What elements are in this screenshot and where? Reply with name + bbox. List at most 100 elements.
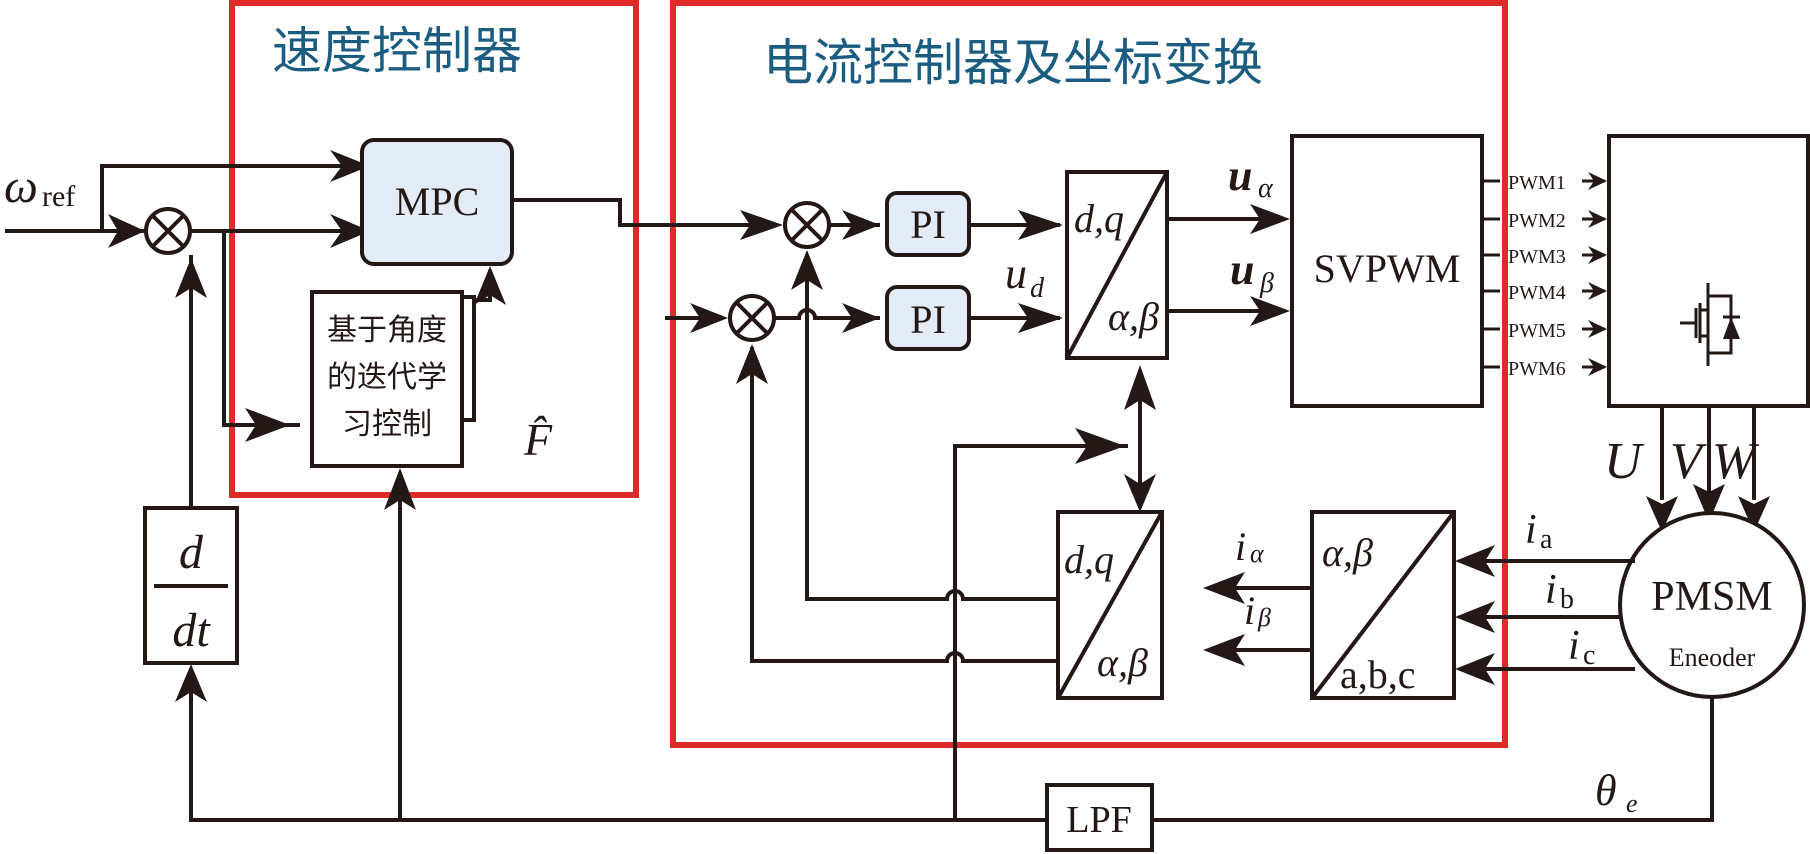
ic-subscript: c <box>1583 640 1595 671</box>
ib-subscript: b <box>1560 584 1574 615</box>
id-feedback-line <box>750 347 1058 663</box>
current-controller-title: 电流控制器及坐标变换 <box>763 34 1263 92</box>
arrow-icon <box>1124 474 1156 512</box>
ud-symbol: u <box>1005 249 1027 298</box>
iq-feedback-line <box>805 255 1058 601</box>
arrow-icon <box>1455 653 1495 685</box>
ilc-block <box>310 290 464 468</box>
arrow-icon <box>1018 303 1063 333</box>
arrow-icon <box>1588 246 1607 264</box>
arrow-icon <box>1075 428 1125 464</box>
inverse-park-top-label: d,q <box>1074 196 1124 241</box>
ilc-output-bracket <box>462 295 476 422</box>
i-beta-subscript: β <box>1257 603 1271 632</box>
omega-ref-to-mpc-line <box>100 164 380 231</box>
arrow-icon <box>1124 365 1156 410</box>
u-beta-subscript: β <box>1259 268 1274 299</box>
i-alpha-subscript: α <box>1250 539 1265 568</box>
pwm-signal: PWM6 <box>1482 358 1607 380</box>
omega-ref-subscript: ref <box>42 180 75 213</box>
arrow-icon <box>1738 496 1770 532</box>
u-beta-symbol: u <box>1230 245 1254 294</box>
arrow-icon <box>1588 172 1607 190</box>
arrow-icon <box>1646 496 1678 532</box>
pwm-signal: PWM4 <box>1482 282 1607 304</box>
phase-w-label: W <box>1712 433 1760 490</box>
iq-ref-line <box>512 198 775 227</box>
arrow-icon <box>1250 296 1290 326</box>
arrow-icon <box>1588 210 1607 228</box>
arrow-icon <box>1455 545 1495 577</box>
park-bottom-label: α,β <box>1097 640 1148 685</box>
d-axis-summing-junction <box>728 294 776 342</box>
arrow-icon <box>1455 601 1495 633</box>
position-feedback-bus <box>189 672 1045 822</box>
current-controller-frame <box>670 0 1508 748</box>
pi-q-label: PI <box>910 202 946 247</box>
svpwm-block <box>1290 134 1484 408</box>
arrow-icon <box>690 303 728 333</box>
arrow-icon <box>1588 358 1607 376</box>
pwm-signal: PWM5 <box>1482 320 1607 342</box>
pwm-label: PWM4 <box>1508 282 1566 304</box>
derivative-denominator: dt <box>172 604 211 657</box>
pwm-label: PWM1 <box>1508 172 1566 194</box>
ia-subscript: a <box>1540 524 1553 555</box>
arrow-icon <box>330 214 370 248</box>
arrow-icon <box>1588 282 1607 300</box>
arrow-icon <box>1693 484 1725 522</box>
mosfet-icon <box>1680 283 1740 366</box>
lpf-block <box>1045 783 1154 852</box>
pwm-signal: PWM1 <box>1482 172 1607 194</box>
omega-ref-symbol: ω <box>4 160 38 213</box>
i-beta-symbol: i <box>1244 588 1255 633</box>
pi-d-label: PI <box>910 297 946 342</box>
arrow-icon <box>474 266 506 305</box>
arrow-icon <box>245 408 290 442</box>
u-alpha-symbol: u <box>1228 151 1252 200</box>
arrow-icon <box>791 250 823 290</box>
inverse-park-divider <box>1065 171 1169 359</box>
park-divider <box>1056 511 1164 699</box>
pwm-label: PWM5 <box>1508 320 1566 342</box>
pwm-label: PWM2 <box>1508 210 1566 232</box>
i-alpha-symbol: i <box>1235 524 1246 569</box>
arrow-icon <box>1018 210 1063 240</box>
speed-summing-junction <box>144 207 192 255</box>
park-top-label: d,q <box>1064 537 1114 582</box>
arrow-icon <box>842 210 880 240</box>
ilc-label-line1: 基于角度 <box>327 313 447 348</box>
pwm-signal: PWM2 <box>1482 210 1607 232</box>
ic-symbol: i <box>1568 623 1580 669</box>
theta-symbol: θ <box>1595 766 1617 815</box>
arrow-icon <box>842 303 880 333</box>
arrow-icon <box>1588 320 1607 338</box>
encoder-label: Eneoder <box>1669 643 1756 672</box>
arrow-icon <box>175 258 207 298</box>
svpwm-label: SVPWM <box>1314 246 1461 291</box>
arrow-icon <box>740 210 783 240</box>
lpf-label: LPF <box>1066 799 1131 841</box>
speed-controller-frame <box>229 0 639 498</box>
pmsm-motor <box>1618 511 1806 699</box>
clarke-top-label: α,β <box>1322 530 1373 575</box>
u-alpha-subscript: α <box>1258 173 1274 204</box>
mpc-label: MPC <box>395 179 480 224</box>
ia-symbol: i <box>1525 507 1537 553</box>
pwm-label: PWM3 <box>1508 246 1566 268</box>
pmsm-label: PMSM <box>1651 574 1772 620</box>
phase-u-label: U <box>1604 433 1645 490</box>
angle-to-park-line <box>953 444 1128 820</box>
ilc-label-line2: 的迭代学 <box>327 360 447 395</box>
arrow-icon <box>1203 634 1245 666</box>
arrow-icon <box>108 214 145 248</box>
clarke-bottom-label: a,b,c <box>1340 652 1416 697</box>
pwm-signals: PWM1 PWM2 PWM3 PWM4 PWM5 <box>1482 172 1607 380</box>
arrow-icon <box>736 344 768 384</box>
derivative-numerator: d <box>179 526 204 579</box>
inverse-park-bottom-label: α,β <box>1108 294 1159 339</box>
theta-line <box>1152 692 1714 822</box>
ud-subscript: d <box>1030 273 1045 304</box>
arrow-icon <box>330 150 370 182</box>
